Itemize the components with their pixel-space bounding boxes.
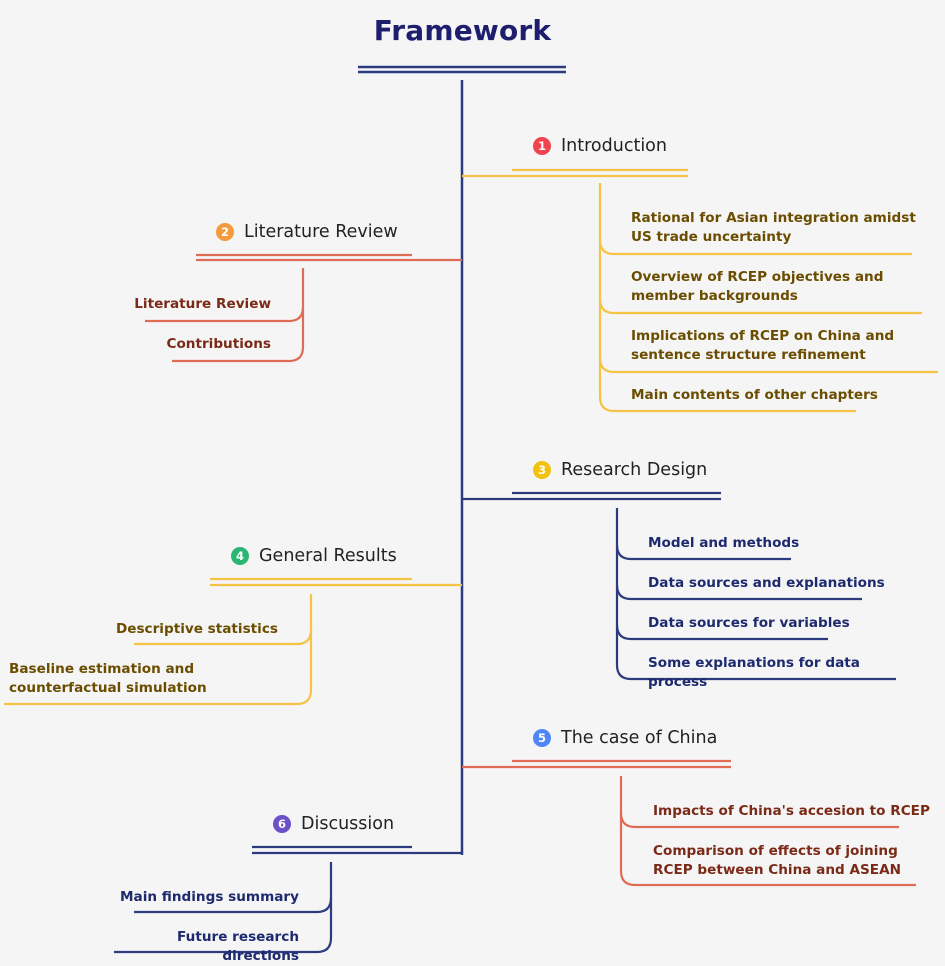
leaf-rcep-implications[interactable]: Implications of RCEP on China and senten… [631,328,895,363]
branch-literature-review-label: Literature Review [244,222,398,242]
leaf-literature-review[interactable]: Literature Review [134,296,271,312]
leaf-other-chapters[interactable]: Main contents of other chapters [631,387,878,403]
branch-china-case-label: The case of China [561,728,718,748]
branch-introduction-lines [462,168,938,413]
leaf-china-accession-impacts[interactable]: Impacts of China's accesion to RCEP [653,803,930,819]
leaf-descriptive-statistics[interactable]: Descriptive statistics [115,621,278,637]
leaf-data-sources-variables[interactable]: Data sources for variables [648,615,850,631]
badge-4-icon: 4 [231,547,249,565]
branch-introduction[interactable]: 1 Introduction [533,136,667,156]
branch-research-design-label: Research Design [561,460,708,480]
badge-2-icon: 2 [216,223,234,241]
leaf-data-process-explanations[interactable]: Some explanations for data process [648,655,860,690]
badge-3-icon: 3 [533,461,551,479]
branch-literature-lines [145,253,462,363]
leaf-china-asean-comparison[interactable]: Comparison of effects of joining RCEP be… [653,843,901,878]
branch-general-results[interactable]: 4 General Results [231,546,397,566]
leaf-future-research[interactable]: Future research directions [177,929,299,964]
badge-5-icon: 5 [533,729,551,747]
leaf-model-methods[interactable]: Model and methods [648,535,800,551]
title-underline [358,65,566,74]
leaf-rcep-overview[interactable]: Overview of RCEP objectives and member b… [631,269,884,304]
badge-6-icon: 6 [273,815,291,833]
branch-introduction-label: Introduction [561,136,667,156]
branch-research-lines [462,491,896,681]
branch-results-lines [4,577,462,706]
branch-discussion[interactable]: 6 Discussion [273,814,394,834]
branch-general-results-label: General Results [259,546,397,566]
badge-1-icon: 1 [533,137,551,155]
leaf-contributions[interactable]: Contributions [166,336,271,352]
branch-research-design[interactable]: 3 Research Design [533,460,707,480]
leaf-baseline-estimation[interactable]: Baseline estimation and counterfactual s… [9,661,207,696]
branch-china-lines [462,759,916,887]
branch-discussion-lines [114,845,462,954]
page-title: Framework [373,14,552,47]
leaf-data-sources-explanations[interactable]: Data sources and explanations [648,575,885,591]
branch-discussion-label: Discussion [301,814,395,834]
leaf-rational-asian-integration[interactable]: Rational for Asian integration amidst US… [631,210,916,245]
leaf-main-findings[interactable]: Main findings summary [120,889,299,905]
branch-literature-review[interactable]: 2 Literature Review [216,222,398,242]
branch-china-case[interactable]: 5 The case of China [533,728,717,748]
